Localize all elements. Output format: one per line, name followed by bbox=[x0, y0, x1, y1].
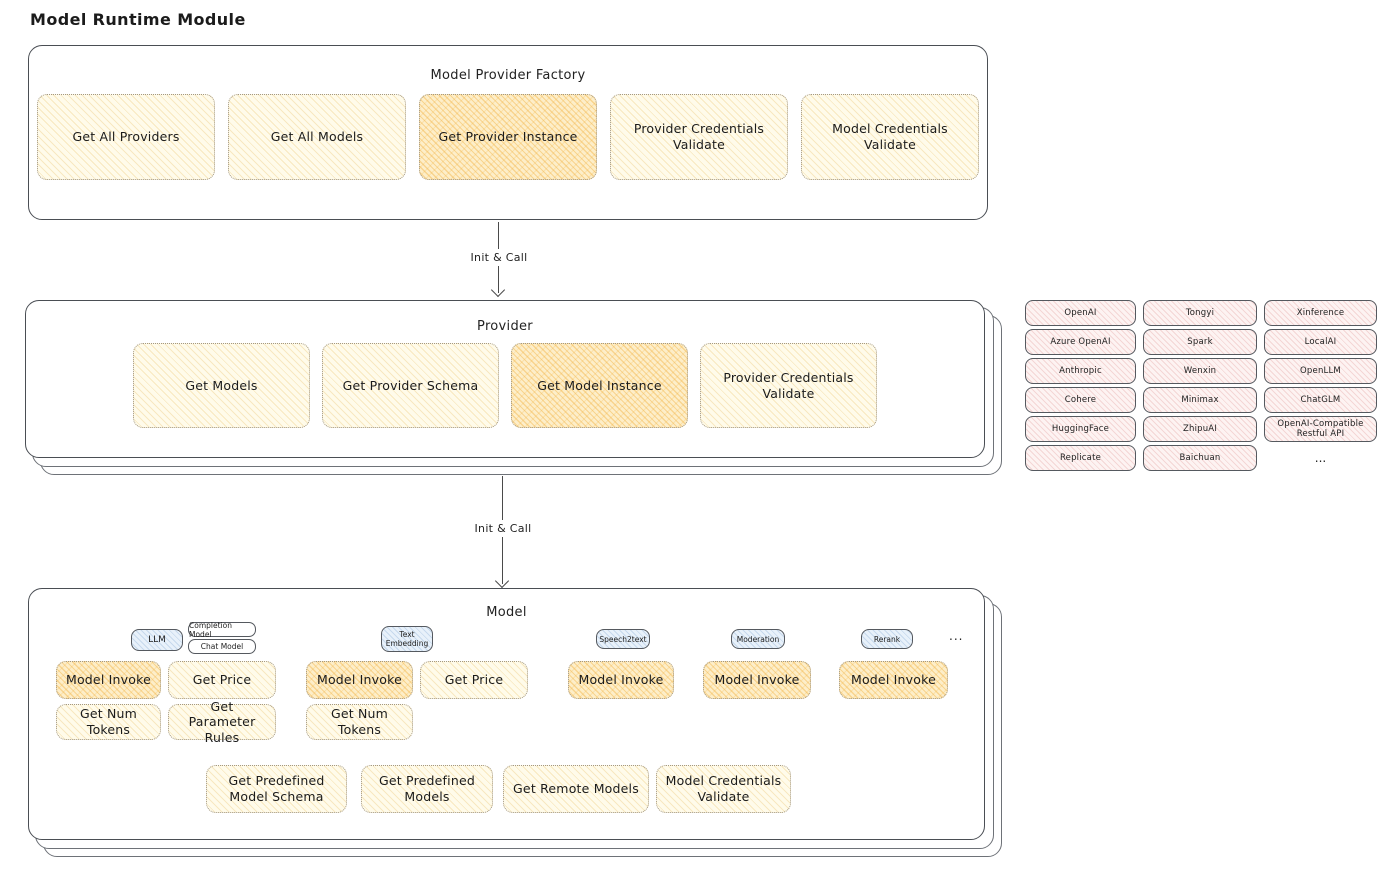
tag-completion-model: Completion Model bbox=[188, 621, 256, 639]
provider-chip-tongyi: Tongyi bbox=[1143, 300, 1257, 326]
op-get-predefined-model-schema: Get Predefined Model Schema bbox=[206, 765, 347, 813]
page-title: Model Runtime Module bbox=[30, 10, 246, 29]
model-box: Model LLM Completion Model Chat Model Te… bbox=[28, 588, 985, 840]
op-llm-get-price: Get Price bbox=[168, 661, 276, 699]
op-te-get-price: Get Price bbox=[420, 661, 528, 699]
provider-chip-xinference: Xinference bbox=[1264, 300, 1377, 326]
provider-chip-azure-openai: Azure OpenAI bbox=[1025, 329, 1136, 355]
op-rerank-model-invoke: Model Invoke bbox=[839, 661, 948, 699]
provider-chip-spark: Spark bbox=[1143, 329, 1257, 355]
tag-moderation: Moderation bbox=[731, 629, 785, 649]
llm-subtags: Completion Model Chat Model bbox=[188, 621, 256, 654]
op-llm-get-parameter-rules: Get Parameter Rules bbox=[168, 699, 276, 745]
op-model-credentials-validate-factory: Model Credentials Validate bbox=[801, 94, 979, 180]
op-get-provider-instance: Get Provider Instance bbox=[419, 94, 597, 180]
providers-more-ellipsis: ... bbox=[1314, 451, 1327, 465]
provider-chip-wenxin: Wenxin bbox=[1143, 358, 1257, 384]
op-te-get-num-tokens: Get Num Tokens bbox=[306, 704, 413, 740]
tag-chat-model: Chat Model bbox=[188, 639, 256, 654]
op-te-model-invoke: Model Invoke bbox=[306, 661, 413, 699]
op-get-model-instance: Get Model Instance bbox=[511, 343, 688, 428]
provider-chip-minimax: Minimax bbox=[1143, 387, 1257, 413]
provider-chip-openai-compatible: OpenAI-Compatible Restful API bbox=[1264, 416, 1377, 442]
arrow-head-icon bbox=[495, 573, 510, 589]
tag-speech2text: Speech2text bbox=[596, 629, 650, 649]
provider-chip-chatglm: ChatGLM bbox=[1264, 387, 1377, 413]
provider-chip-openllm: OpenLLM bbox=[1264, 358, 1377, 384]
init-call-label-1: Init & Call bbox=[465, 249, 533, 266]
op-get-provider-schema: Get Provider Schema bbox=[322, 343, 499, 428]
op-get-all-providers: Get All Providers bbox=[37, 94, 215, 180]
provider-title: Provider bbox=[477, 319, 533, 334]
tag-llm: LLM bbox=[131, 629, 183, 651]
tag-text-embedding: Text Embedding bbox=[381, 626, 433, 652]
provider-box: Provider Get Models Get Provider Schema … bbox=[25, 300, 985, 458]
op-provider-credentials-validate-factory: Provider Credentials Validate bbox=[610, 94, 788, 180]
provider-chip-localai: LocalAI bbox=[1264, 329, 1377, 355]
tag-rerank: Rerank bbox=[861, 629, 913, 649]
op-llm-get-num-tokens: Get Num Tokens bbox=[56, 704, 161, 740]
model-title: Model bbox=[486, 605, 527, 620]
factory-title: Model Provider Factory bbox=[430, 68, 586, 83]
op-get-models: Get Models bbox=[133, 343, 310, 428]
provider-ops-row: Get Models Get Provider Schema Get Model… bbox=[26, 343, 984, 428]
model-types-ellipsis: ... bbox=[949, 629, 964, 643]
op-llm-model-invoke: Model Invoke bbox=[56, 661, 161, 699]
op-moderation-model-invoke: Model Invoke bbox=[703, 661, 811, 699]
factory-ops-row: Get All Providers Get All Models Get Pro… bbox=[29, 94, 987, 180]
op-model-credentials-validate-model: Model Credentials Validate bbox=[656, 765, 791, 813]
op-get-predefined-models: Get Predefined Models bbox=[361, 765, 493, 813]
factory-box: Model Provider Factory Get All Providers… bbox=[28, 45, 988, 220]
provider-chip-baichuan: Baichuan bbox=[1143, 445, 1257, 471]
provider-chip-huggingface: HuggingFace bbox=[1025, 416, 1136, 442]
provider-chip-anthropic: Anthropic bbox=[1025, 358, 1136, 384]
provider-chip-replicate: Replicate bbox=[1025, 445, 1136, 471]
op-get-all-models: Get All Models bbox=[228, 94, 406, 180]
providers-grid: OpenAI Tongyi Xinference Azure OpenAI Sp… bbox=[1025, 300, 1377, 471]
provider-chip-zhipuai: ZhipuAI bbox=[1143, 416, 1257, 442]
arrow-head-icon bbox=[491, 282, 506, 298]
op-get-remote-models: Get Remote Models bbox=[503, 765, 649, 813]
provider-chip-cohere: Cohere bbox=[1025, 387, 1136, 413]
init-call-label-2: Init & Call bbox=[469, 520, 537, 537]
provider-chip-openai: OpenAI bbox=[1025, 300, 1136, 326]
op-s2t-model-invoke: Model Invoke bbox=[568, 661, 674, 699]
op-provider-credentials-validate-provider: Provider Credentials Validate bbox=[700, 343, 877, 428]
